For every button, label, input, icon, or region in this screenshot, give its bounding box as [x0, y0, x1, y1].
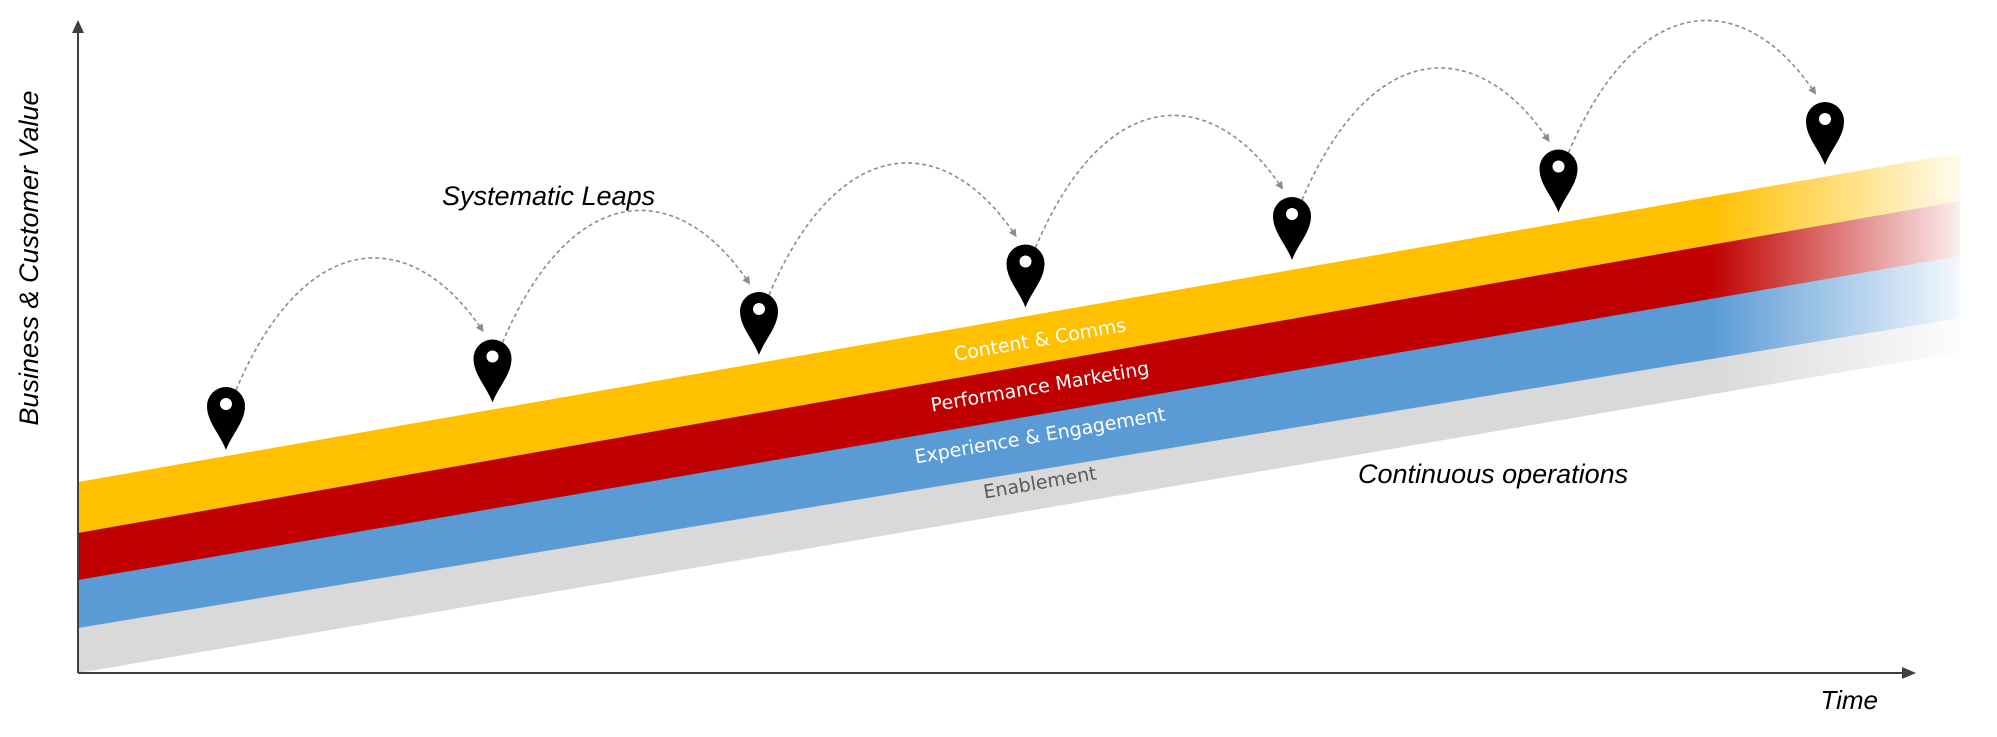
systematic-leaps-label: Systematic Leaps — [442, 181, 655, 211]
x-axis-arrow — [1902, 667, 1916, 679]
map-pin-icon — [1273, 197, 1311, 260]
map-pin-icon — [1006, 244, 1045, 308]
map-pin-body — [1273, 197, 1311, 260]
y-axis-arrow — [72, 20, 84, 33]
leap-connector — [1034, 114, 1284, 248]
map-pin-hole — [1819, 113, 1831, 125]
map-pin-hole — [1286, 208, 1298, 220]
map-pin-icon — [1806, 102, 1844, 165]
map-pin-body — [1006, 244, 1045, 308]
map-pin-icon — [473, 339, 512, 403]
leap-connector — [235, 257, 484, 391]
y-axis-label: Business & Customer Value — [14, 90, 44, 425]
leap-connector — [768, 162, 1017, 296]
map-pin-hole — [486, 350, 499, 363]
leap-connector — [1301, 67, 1550, 201]
band-performance — [78, 198, 1960, 580]
leap-connector — [501, 209, 751, 343]
bands-group — [78, 153, 1960, 673]
leap-connector — [1567, 19, 1817, 153]
map-pin-icon — [207, 387, 245, 450]
map-pin-hole — [753, 303, 765, 315]
axes — [72, 20, 1916, 679]
map-pin-icon — [1539, 149, 1578, 213]
map-pin-hole — [1019, 255, 1032, 268]
continuous-operations-label: Continuous operations — [1358, 459, 1628, 489]
map-pin-body — [740, 292, 778, 355]
map-pin-hole — [1552, 160, 1565, 173]
map-pin-icon — [740, 292, 778, 355]
map-pin-body — [1806, 102, 1844, 165]
map-pin-body — [207, 387, 245, 450]
map-pin-body — [1539, 149, 1578, 213]
leaps-group — [207, 19, 1844, 450]
band-enablement — [78, 315, 1960, 673]
band-experience — [78, 253, 1960, 628]
band-content — [78, 153, 1960, 533]
map-pin-hole — [220, 398, 232, 410]
map-pin-body — [473, 339, 512, 403]
x-axis-label: Time — [1820, 685, 1878, 715]
